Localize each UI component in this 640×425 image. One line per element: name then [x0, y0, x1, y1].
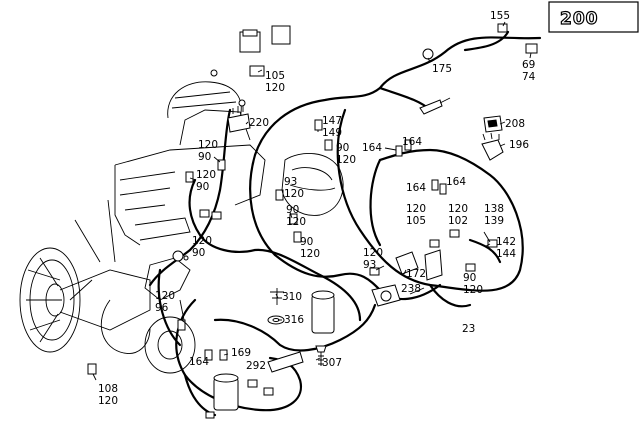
- callout-238: 238: [401, 283, 421, 295]
- callout-155: 155: [490, 10, 510, 22]
- callout-172: 172: [406, 268, 426, 280]
- leader-lines: [92, 21, 532, 381]
- callout-310: 310: [282, 291, 302, 303]
- callout-316: 316: [284, 314, 304, 326]
- callout-175: 175: [432, 63, 452, 75]
- model-badge-text: 200: [560, 9, 599, 29]
- callout-292: 292: [246, 360, 266, 372]
- callout-208: 208: [505, 118, 525, 130]
- wiring-harness: [148, 30, 542, 417]
- callout-23: 23: [462, 323, 475, 335]
- cooling-fan: [19, 199, 151, 353]
- callout-164: 164: [189, 356, 209, 368]
- callout-220: 220: [249, 117, 269, 129]
- component-parts: [87, 23, 538, 419]
- callout-196: 196: [509, 139, 529, 151]
- callout-307: 307: [322, 357, 342, 369]
- model-badge: 200: [548, 1, 639, 33]
- callout-169: 169: [231, 347, 251, 359]
